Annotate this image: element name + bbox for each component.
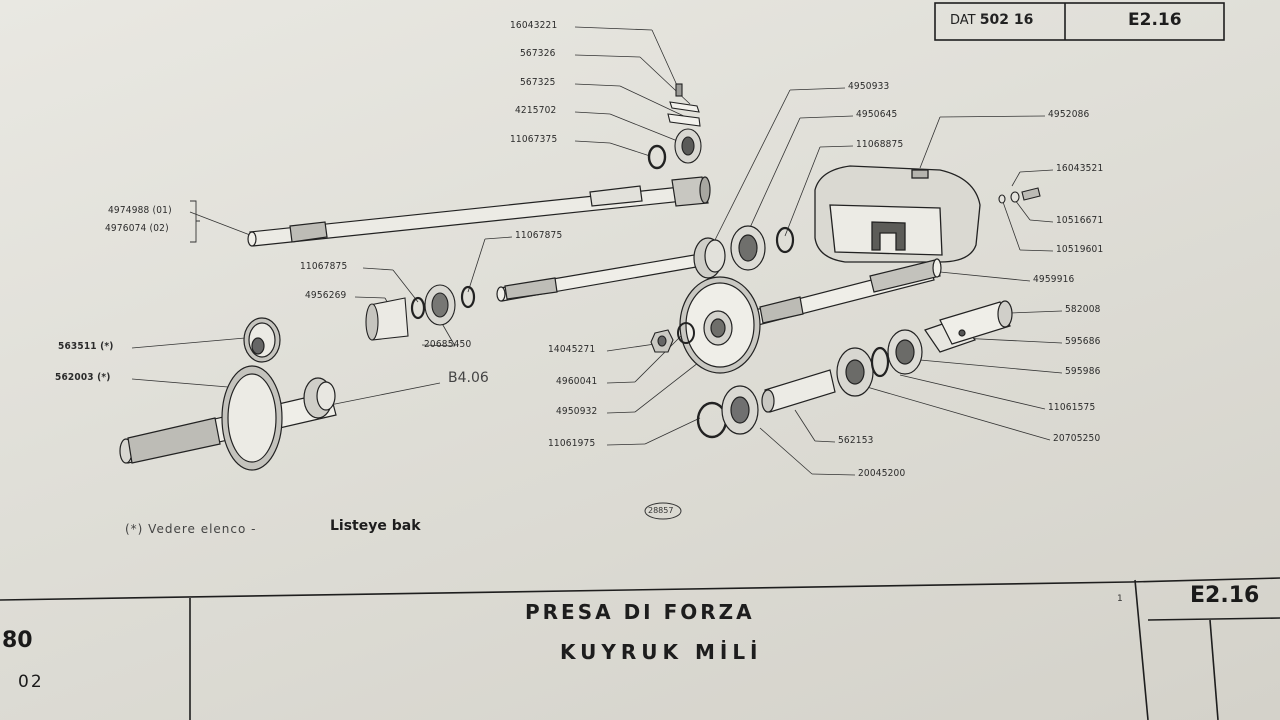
part-label: 567325 bbox=[520, 77, 556, 88]
part-label: 562003 (*) bbox=[55, 372, 111, 383]
part-label: 20045200 bbox=[858, 468, 906, 479]
middle-shaft bbox=[496, 225, 795, 302]
part-label: 595986 bbox=[1065, 366, 1101, 377]
header-box bbox=[934, 2, 1225, 41]
part-label: 4215702 bbox=[515, 105, 557, 116]
figure-number: 28857 bbox=[648, 506, 674, 515]
part-brace bbox=[190, 200, 200, 243]
part-label: 11067875 bbox=[300, 261, 348, 272]
part-label: 4960041 bbox=[556, 376, 598, 387]
part-label: 11061575 bbox=[1048, 402, 1096, 413]
fork-and-tube bbox=[924, 300, 1013, 353]
dat-reference: DAT 502 16 bbox=[950, 12, 1033, 28]
footer-section-code: E2.16 bbox=[1190, 583, 1260, 608]
lower-bearing-group bbox=[696, 329, 923, 439]
part-label: 11061975 bbox=[548, 438, 596, 449]
part-label: 4974988 (01) bbox=[108, 205, 172, 216]
small-pinion bbox=[243, 317, 281, 363]
spacer-ring bbox=[677, 322, 695, 344]
page-index: 1 bbox=[1117, 594, 1123, 604]
part-label: 20705250 bbox=[1053, 433, 1101, 444]
part-label: 562153 bbox=[838, 435, 874, 446]
figure-number-oval bbox=[644, 502, 682, 520]
dat-number: 502 16 bbox=[979, 12, 1034, 28]
cover-housing bbox=[814, 165, 981, 263]
part-label: 4950933 bbox=[848, 81, 890, 92]
part-label: 11067875 bbox=[515, 230, 563, 241]
part-label: 567326 bbox=[520, 48, 556, 59]
note-turkish: Listeye bak bbox=[330, 518, 421, 534]
dat-prefix: DAT bbox=[950, 13, 976, 28]
part-label: 11067375 bbox=[510, 134, 558, 145]
footer-left-sub: 02 bbox=[18, 672, 44, 692]
part-label: 14045271 bbox=[548, 344, 596, 355]
top-screw-stack bbox=[647, 83, 702, 170]
upper-long-shaft bbox=[247, 176, 711, 247]
bolt-washers-right bbox=[998, 187, 1041, 204]
note-italian: (*) Vedere elenco - bbox=[125, 522, 257, 536]
footer-frame bbox=[0, 577, 1280, 720]
title-turkish: KUYRUK MİLİ bbox=[560, 640, 763, 664]
part-label: 10519601 bbox=[1056, 244, 1104, 255]
part-label: 4950932 bbox=[556, 406, 598, 417]
title-italian: PRESA DI FORZA bbox=[525, 600, 755, 624]
part-label: 10516671 bbox=[1056, 215, 1104, 226]
part-label: 16043521 bbox=[1056, 163, 1104, 174]
part-label: 4976074 (02) bbox=[105, 223, 169, 234]
part-label: 4950645 bbox=[856, 109, 898, 120]
part-label: 595686 bbox=[1065, 336, 1101, 347]
lower-left-gear-shaft bbox=[119, 365, 337, 471]
part-label: 20685450 bbox=[424, 339, 472, 350]
output-shaft bbox=[754, 258, 942, 326]
part-label: 582008 bbox=[1065, 304, 1101, 315]
footer-left-code: 80 bbox=[2, 628, 33, 653]
section-code: E2.16 bbox=[1128, 10, 1182, 30]
hex-nut bbox=[650, 329, 674, 353]
sleeve-bearing-group bbox=[365, 284, 476, 341]
large-spur-gear bbox=[679, 276, 761, 374]
part-label: 16043221 bbox=[510, 20, 558, 31]
part-label: 4959916 bbox=[1033, 274, 1075, 285]
part-label: 4952086 bbox=[1048, 109, 1090, 120]
part-label: 563511 (*) bbox=[58, 341, 114, 352]
reference-label: B4.06 bbox=[448, 370, 489, 386]
part-label: 4956269 bbox=[305, 290, 347, 301]
part-label: 11068875 bbox=[856, 139, 904, 150]
